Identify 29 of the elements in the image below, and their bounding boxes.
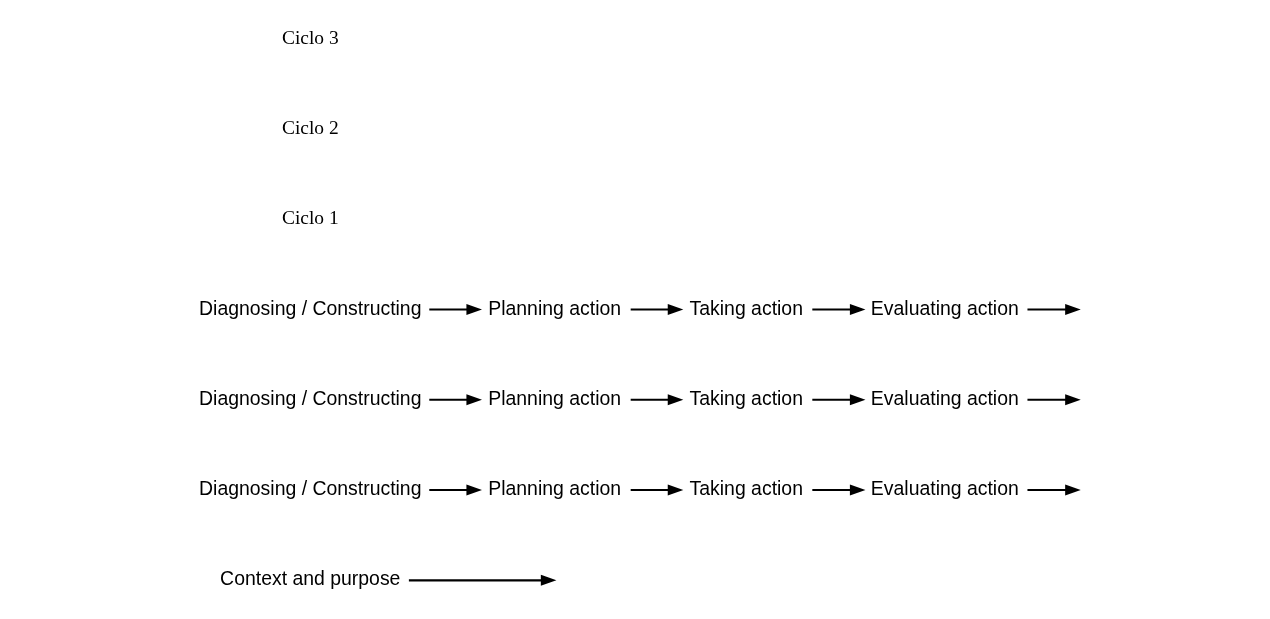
arrow — [630, 394, 684, 406]
node-text: Planning action — [488, 386, 622, 409]
arrow — [812, 394, 866, 406]
arrow — [1027, 394, 1081, 406]
arrow — [429, 484, 482, 496]
arrow — [812, 304, 866, 315]
node-text: Diagnosing / Constructing — [199, 296, 422, 319]
node-text: Taking action — [689, 386, 803, 409]
node-text: Evaluating action — [870, 296, 1019, 319]
node-text: Taking action — [689, 296, 803, 319]
node-text: Diagnosing / Constructing — [199, 477, 422, 500]
node-text: Planning action — [488, 296, 622, 319]
node-text: Taking action — [689, 477, 803, 500]
node-text: Diagnosing / Constructing — [199, 386, 422, 409]
arrow — [1027, 484, 1081, 496]
node-text: Evaluating action — [870, 477, 1019, 500]
label: Ciclo 1 — [281, 207, 339, 229]
arrow — [812, 484, 866, 496]
arrow — [1027, 304, 1081, 315]
node-text: Evaluating action — [870, 386, 1019, 409]
node-text: Planning action — [488, 477, 622, 500]
node-text: Context and purpose — [220, 567, 401, 590]
label: Ciclo 3 — [281, 26, 339, 48]
arrow — [429, 304, 482, 315]
arrow — [630, 484, 684, 496]
arrow — [630, 304, 684, 315]
label: Ciclo 2 — [281, 117, 339, 139]
arrow — [408, 574, 557, 586]
arrow — [429, 394, 482, 406]
